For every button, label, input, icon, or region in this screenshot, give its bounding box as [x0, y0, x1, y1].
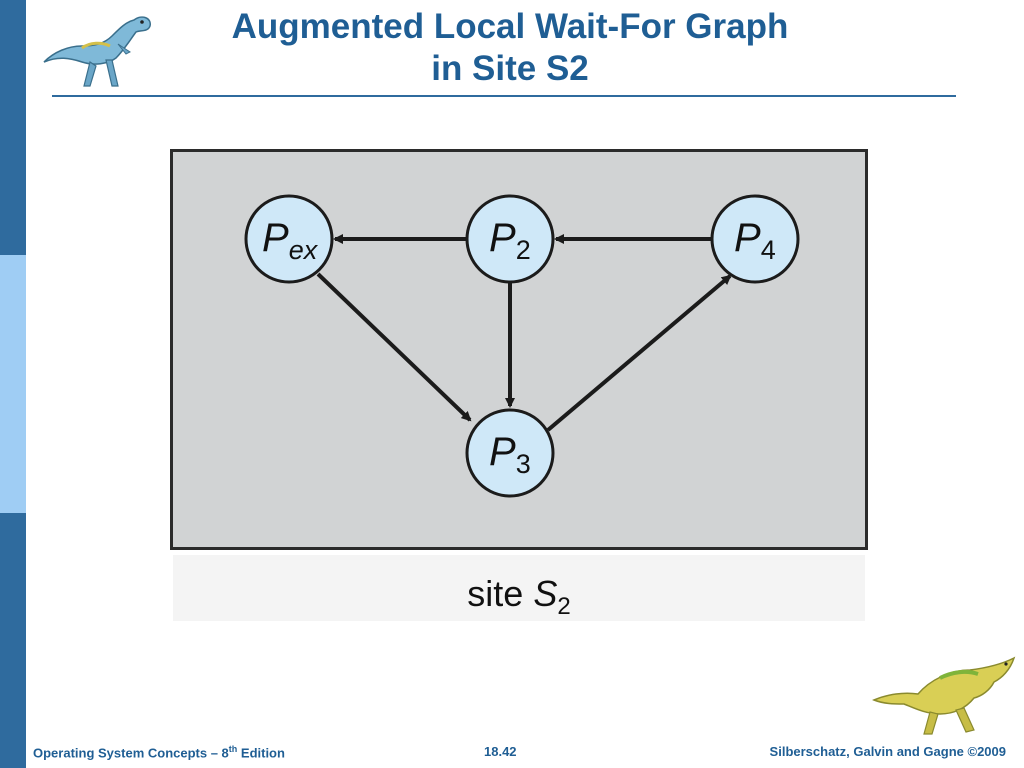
node-p4: P4 — [710, 194, 800, 284]
title-line-1: Augmented Local Wait-For Graph — [231, 7, 789, 46]
caption-site-var: S — [533, 573, 558, 614]
left-bar-bottom — [0, 513, 26, 768]
node-pex-letter: P — [262, 216, 289, 260]
node-p2-letter: P — [489, 216, 516, 260]
node-p2-subscript: 2 — [516, 235, 531, 265]
svg-text:Pex: Pex — [262, 216, 319, 265]
svg-text:P2: P2 — [489, 216, 531, 265]
edge-pex-to-p3 — [316, 272, 472, 422]
node-pex: Pex — [244, 194, 334, 284]
caption-panel — [173, 555, 865, 621]
dinosaur-logo-top — [43, 16, 151, 87]
node-pex-subscript: ex — [289, 235, 319, 265]
diagram-caption: site S2 — [173, 574, 865, 627]
caption-site-subscript: 2 — [557, 593, 571, 620]
title-line-2: in Site S2 — [431, 49, 589, 88]
left-bar-top — [0, 0, 26, 255]
footer-page-number: 18.42 — [484, 744, 517, 759]
left-bar-middle — [0, 255, 26, 513]
title-divider — [52, 95, 956, 97]
caption-word: site — [467, 573, 524, 614]
node-p3-letter: P — [489, 430, 516, 474]
node-p2: P2 — [465, 194, 555, 284]
svg-text:P4: P4 — [734, 216, 776, 265]
edge-p3-to-p4 — [546, 274, 732, 432]
node-p4-subscript: 4 — [761, 235, 776, 265]
node-p4-letter: P — [734, 216, 761, 260]
svg-text:P3: P3 — [489, 430, 531, 479]
footer-book-title: Operating System Concepts – 8th Edition — [33, 744, 285, 761]
dinosaur-logo-bottom — [872, 656, 1016, 735]
footer-copyright: Silberschatz, Galvin and Gagne ©2009 — [769, 744, 1006, 759]
node-p3-subscript: 3 — [516, 449, 531, 479]
slide-title: Augmented Local Wait-For Graph in Site S… — [150, 6, 870, 90]
node-p3: P3 — [465, 408, 555, 498]
